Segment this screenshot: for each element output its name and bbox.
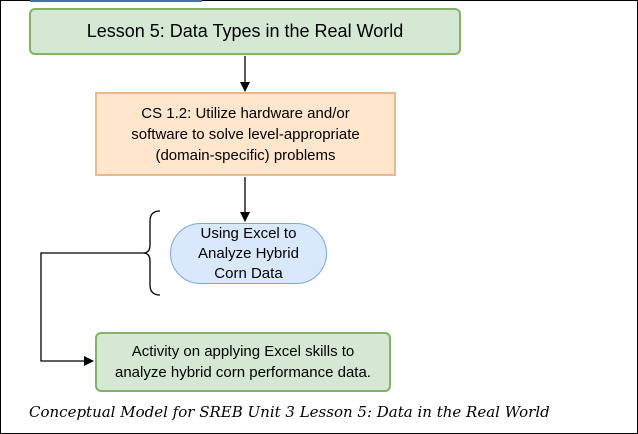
- curly-brace: [142, 210, 161, 296]
- figure-caption: Conceptual Model for SREB Unit 3 Lesson …: [29, 403, 550, 421]
- top-link-underline: [30, 0, 202, 2]
- connector-brace-to-activity: [40, 252, 143, 366]
- standard-node: CS 1.2: Utilize hardware and/or software…: [95, 92, 396, 176]
- lesson-title-node: Lesson 5: Data Types in the Real World: [29, 8, 461, 55]
- excel-analysis-node: Using Excel to Analyze Hybrid Corn Data: [170, 223, 327, 284]
- activity-node: Activity on applying Excel skills to ana…: [95, 332, 391, 392]
